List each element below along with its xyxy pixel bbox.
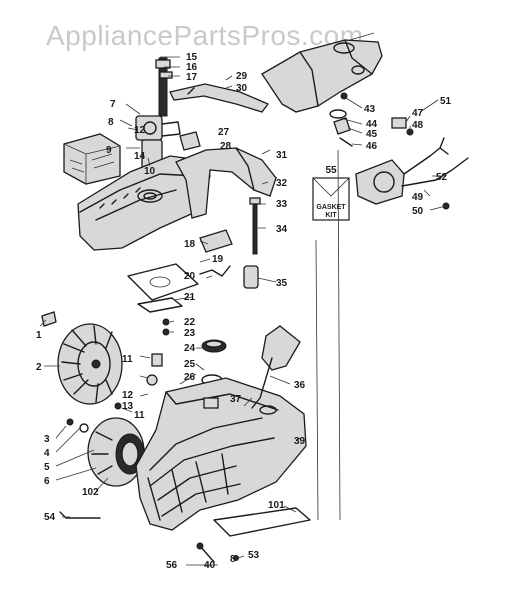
part-35[interactable] <box>243 265 259 289</box>
label-36: 36 <box>294 380 306 391</box>
part-18[interactable] <box>199 229 233 253</box>
label-19: 19 <box>212 254 224 265</box>
part-33-34[interactable] <box>249 197 261 255</box>
label-11a: 11 <box>122 354 133 365</box>
label-14: 14 <box>134 151 146 162</box>
label-27: 27 <box>218 127 230 138</box>
label-18: 18 <box>184 239 196 250</box>
part-28[interactable] <box>179 131 201 151</box>
crankcase-base-part[interactable] <box>77 155 211 251</box>
label-101: 101 <box>268 500 285 511</box>
label-31: 31 <box>276 150 288 161</box>
label-17: 17 <box>186 72 198 83</box>
label-50: 50 <box>412 206 424 217</box>
label-3: 3 <box>44 434 50 445</box>
label-6: 6 <box>44 476 50 487</box>
bar-part-101[interactable] <box>213 507 311 537</box>
label-54: 54 <box>44 512 56 523</box>
label-10: 10 <box>144 166 156 177</box>
label-29: 29 <box>236 71 248 82</box>
label-24: 24 <box>184 343 196 354</box>
label-13: 13 <box>122 401 134 412</box>
label-16: 16 <box>186 62 198 73</box>
label-1: 1 <box>36 330 42 341</box>
part-21[interactable] <box>137 297 183 313</box>
part-40[interactable] <box>196 542 215 563</box>
ignition-module-part[interactable] <box>355 117 469 210</box>
label-8: 8 <box>108 117 114 128</box>
cover-strip-part[interactable] <box>169 83 270 113</box>
parts-11-12-13[interactable] <box>114 353 163 410</box>
fasteners-22-23[interactable] <box>162 318 170 336</box>
label-32: 32 <box>276 178 288 189</box>
part-54[interactable] <box>59 511 101 519</box>
label-33: 33 <box>276 199 288 210</box>
label-49: 49 <box>412 192 424 203</box>
label-7: 7 <box>110 99 116 110</box>
starter-handle-part[interactable] <box>251 325 301 409</box>
frame-lines <box>315 149 341 521</box>
leader-lines <box>39 32 447 566</box>
gasket-kit-box[interactable]: GASKET KIT 55 <box>312 165 350 221</box>
gasket-kit-line1: GASKET <box>316 204 346 211</box>
label-4: 4 <box>44 448 50 459</box>
label-46: 46 <box>366 141 378 152</box>
label-8b: 8 <box>230 554 236 565</box>
engine-housing-part[interactable] <box>135 377 307 531</box>
label-5: 5 <box>44 462 50 473</box>
label-48: 48 <box>412 120 424 131</box>
label-52: 52 <box>436 172 448 183</box>
label-12b: 12 <box>122 390 134 401</box>
label-26: 26 <box>184 372 196 383</box>
label-11b: 11 <box>134 410 145 421</box>
label-53: 53 <box>248 550 260 561</box>
parts-43-46[interactable] <box>329 92 353 147</box>
gasket-kit-number: 55 <box>325 165 337 176</box>
part-labels: 15 16 17 29 30 7 8 9 12 14 10 27 28 31 3… <box>36 52 452 571</box>
gasket-kit-line2: KIT <box>325 212 337 219</box>
label-47: 47 <box>412 108 424 119</box>
label-9: 9 <box>106 145 112 156</box>
air-filter-part[interactable] <box>63 133 121 185</box>
seal-24[interactable] <box>201 339 227 353</box>
label-21: 21 <box>184 292 196 303</box>
label-40: 40 <box>204 560 216 571</box>
flywheel-part[interactable] <box>57 323 123 405</box>
handle-part[interactable] <box>175 147 277 219</box>
label-28: 28 <box>220 141 232 152</box>
label-43: 43 <box>364 104 376 115</box>
label-30: 30 <box>236 83 248 94</box>
label-45: 45 <box>366 129 378 140</box>
part-20[interactable] <box>199 265 231 277</box>
fuel-tank-part[interactable] <box>261 39 383 113</box>
label-12a: 12 <box>134 125 146 136</box>
label-25: 25 <box>184 359 196 370</box>
gasket-plate-19[interactable] <box>127 263 199 301</box>
label-23: 23 <box>184 328 196 339</box>
label-34: 34 <box>276 224 288 235</box>
label-20: 20 <box>184 271 196 282</box>
label-2: 2 <box>36 362 42 373</box>
label-56: 56 <box>166 560 178 571</box>
label-51: 51 <box>440 96 452 107</box>
part-1[interactable] <box>41 311 57 327</box>
clutch-drum-part[interactable] <box>66 417 145 487</box>
label-35: 35 <box>276 278 288 289</box>
label-102: 102 <box>82 487 99 498</box>
label-15: 15 <box>186 52 198 63</box>
label-39: 39 <box>294 436 306 447</box>
label-44: 44 <box>366 119 378 130</box>
label-22: 22 <box>184 317 196 328</box>
watermark-text: AppliancePartsPros.com <box>46 20 364 51</box>
label-37: 37 <box>230 394 242 405</box>
